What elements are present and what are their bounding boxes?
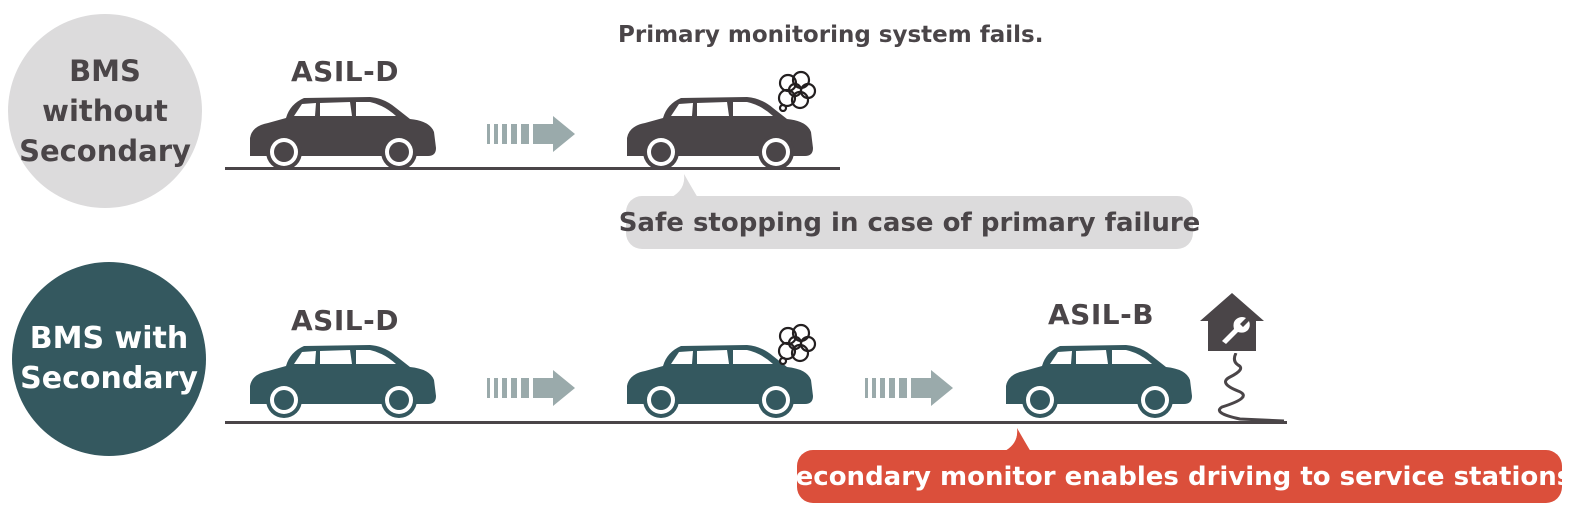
- service-house-wrench-icon: [1200, 293, 1264, 351]
- arrow-right-icon: [487, 369, 575, 407]
- road-line-top: [225, 167, 840, 170]
- bms-with-secondary-badge: BMS with Secondary: [12, 262, 206, 456]
- asil-b-label: ASIL-B: [1048, 298, 1155, 331]
- callout-tail: [670, 174, 698, 198]
- winding-road-icon: [1217, 353, 1285, 423]
- bms-with-secondary-label: BMS with Secondary: [20, 321, 198, 396]
- arrow-right-icon: [865, 369, 953, 407]
- smoke-icon: [775, 70, 817, 112]
- asil-d-label-bottom: ASIL-D: [291, 304, 399, 337]
- bms-without-secondary-label: BMS without Secondary: [19, 54, 191, 168]
- asil-d-label-top: ASIL-D: [291, 55, 399, 88]
- safe-stopping-callout: Safe stopping in case of primary failure: [619, 174, 1200, 249]
- callout-tail: [1003, 428, 1031, 452]
- bms-without-secondary-badge: BMS without Secondary: [8, 14, 202, 208]
- road-line-bottom: [225, 421, 1287, 424]
- car-icon: [1002, 340, 1194, 420]
- secondary-monitor-text: Secondary monitor enables driving to ser…: [776, 461, 1570, 492]
- primary-failure-caption: Primary monitoring system fails.: [618, 22, 1044, 48]
- car-icon: [246, 92, 438, 172]
- secondary-monitor-callout: Secondary monitor enables driving to ser…: [777, 428, 1570, 503]
- smoke-icon: [775, 323, 817, 365]
- arrow-right-icon: [487, 115, 575, 153]
- car-icon: [246, 340, 438, 420]
- safe-stopping-text: Safe stopping in case of primary failure: [618, 207, 1201, 238]
